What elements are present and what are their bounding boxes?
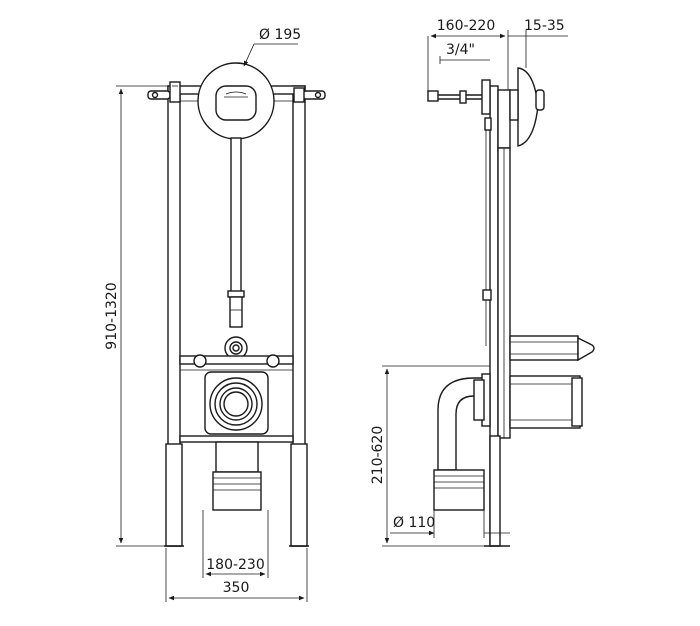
right-wall-bracket [293, 87, 326, 103]
lower-bar [179, 435, 294, 443]
side-plate [497, 89, 511, 149]
offset-label: 15-35 [524, 18, 565, 34]
foot-spacing-label: 180-230 [206, 557, 265, 573]
supply-valve [427, 90, 439, 102]
left-foot [165, 443, 183, 547]
front-view [147, 62, 326, 547]
diameter-label: Ø 195 [259, 27, 301, 43]
right-foot [290, 443, 308, 547]
lower-bolt [509, 375, 581, 429]
waste-outlet [209, 377, 263, 431]
pipe-diameter-label: Ø 110 [393, 515, 435, 531]
flush-plate-profile [517, 67, 539, 147]
side-waste-connector [433, 469, 485, 511]
height-label: 910-1320 [104, 282, 120, 349]
side-height-label: 210-620 [370, 426, 386, 485]
width-label: 350 [223, 580, 250, 596]
flush-button [215, 85, 257, 121]
thread-label: 3/4" [446, 42, 475, 58]
left-wall-bracket [147, 81, 181, 103]
side-bolts [509, 335, 595, 429]
cross-bar [179, 355, 294, 365]
side-view [427, 67, 595, 547]
waste-pipe [215, 441, 259, 473]
depth-label: 160-220 [437, 18, 496, 34]
front-dimensions: Ø 195 910-1320 180-230 350 [104, 27, 308, 602]
side-dimensions: 160-220 15-35 3/4" 210-620 Ø 110 [370, 18, 568, 547]
upper-bolt [509, 335, 579, 361]
flush-pipe [230, 137, 242, 294]
